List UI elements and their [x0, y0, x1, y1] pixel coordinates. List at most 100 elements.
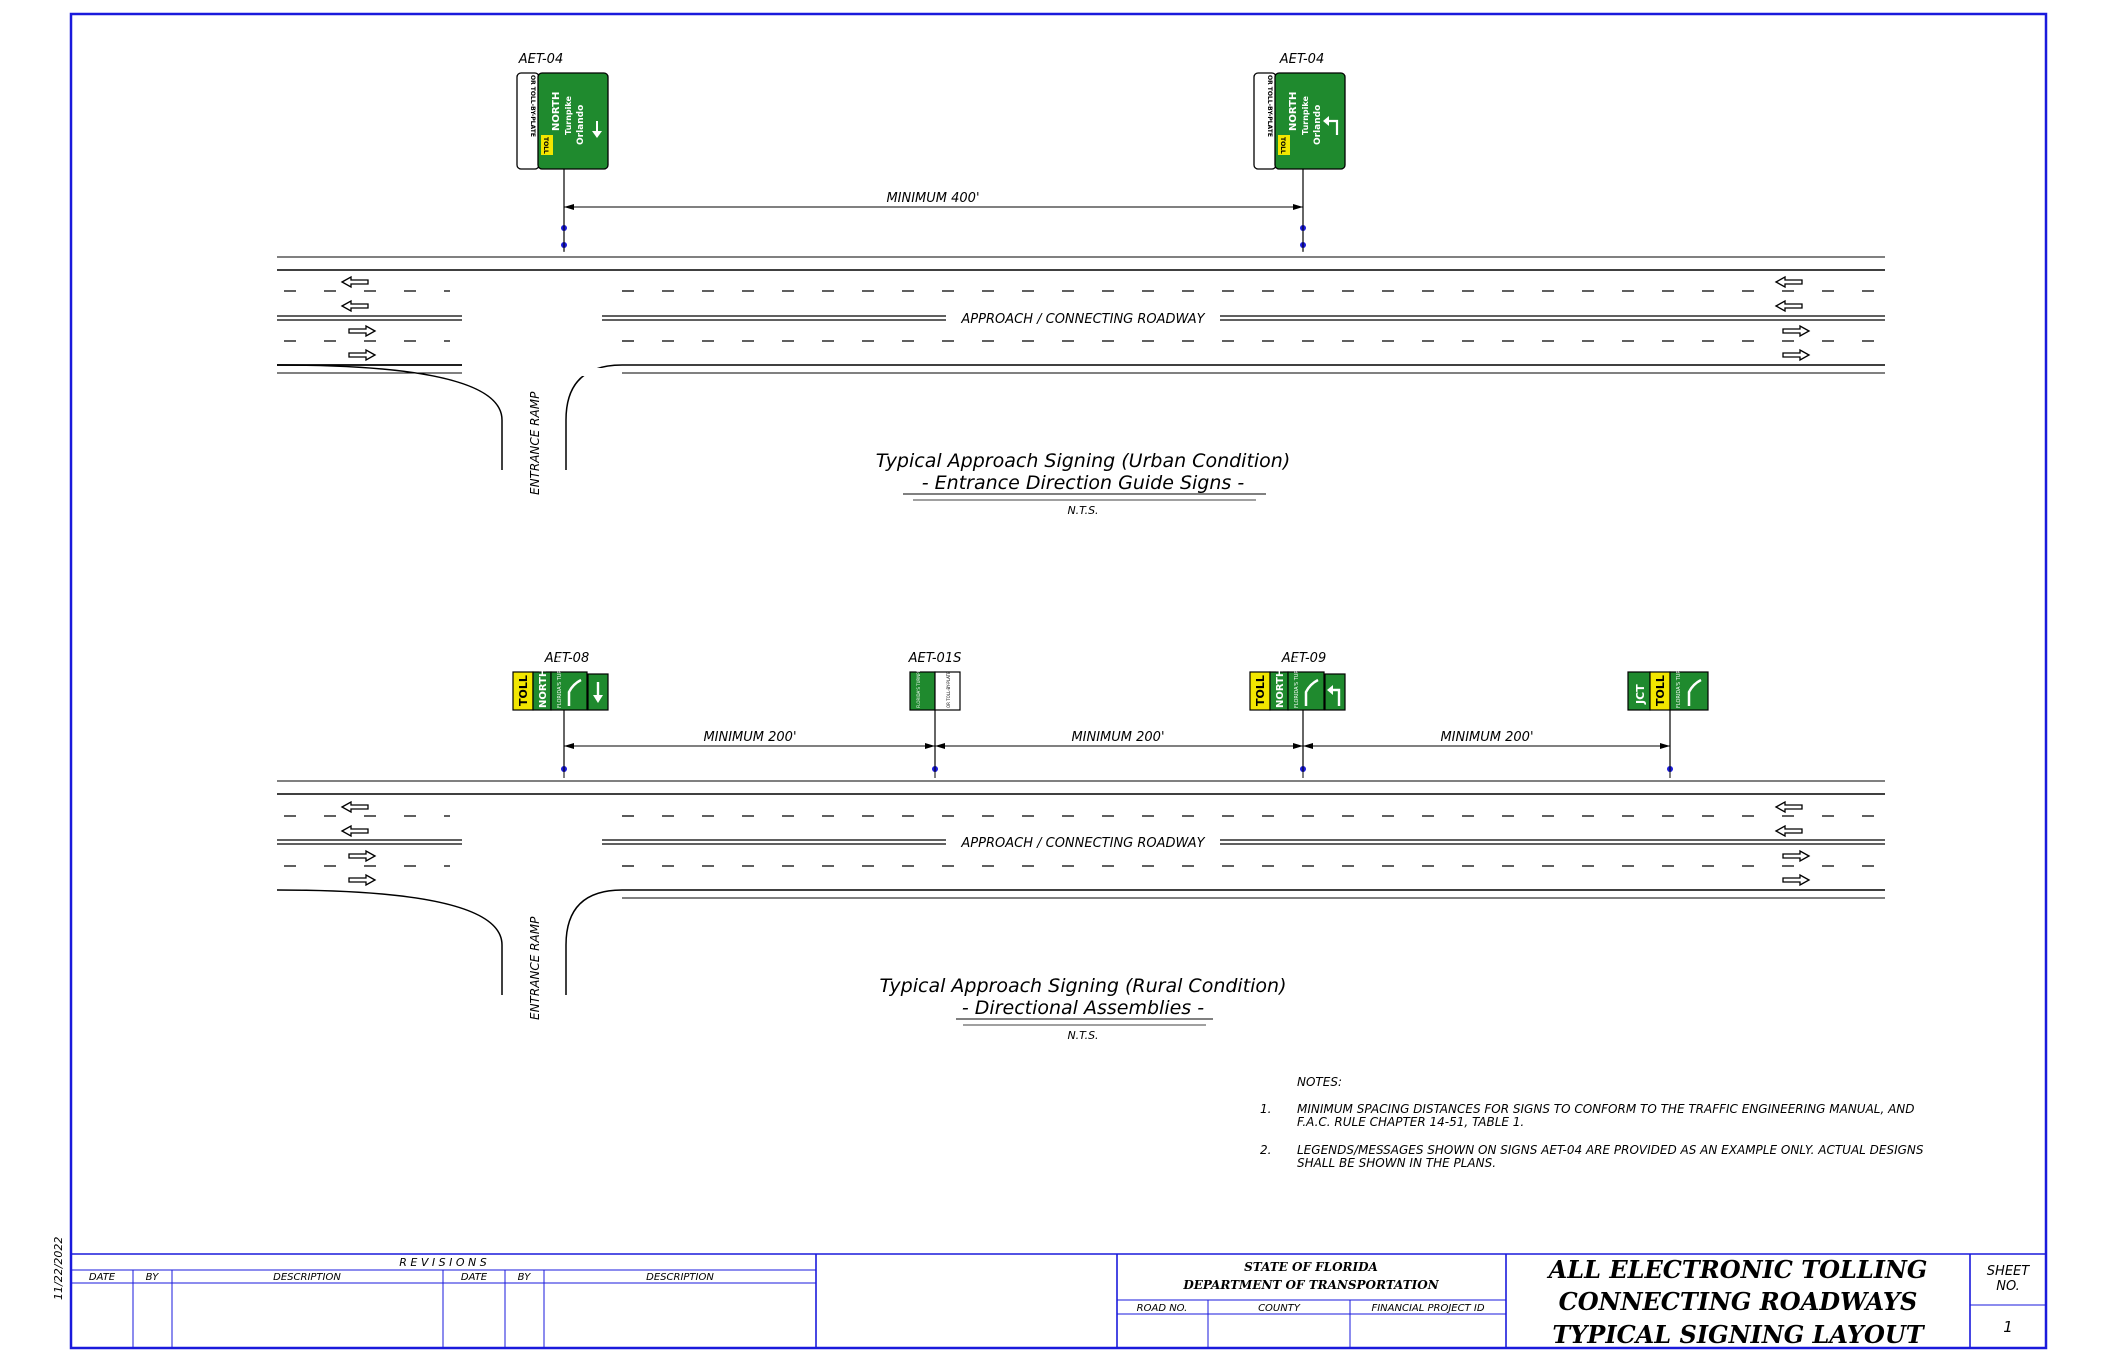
- sign-aet-04-second: AET-04 OR TOLL-BY-PLATE TOLL NORTH Turnp…: [1253, 52, 1346, 251]
- plate-panel: [934, 671, 961, 711]
- sign-plate-text: OR TOLL-BY-PLATE: [1266, 75, 1273, 137]
- sign-city: Orlando: [1313, 105, 1323, 145]
- revisions-label: R E V I S I O N S: [399, 1256, 486, 1269]
- lane-arrow-right-icon: [348, 349, 376, 361]
- north-text: NORTH: [538, 669, 549, 708]
- sheet-label: NO.: [1996, 1279, 2020, 1294]
- toll-text: TOLL: [1254, 675, 1267, 706]
- sign-id-label: AET-08: [544, 651, 589, 666]
- col-by: BY: [146, 1272, 160, 1283]
- sign-direction: NORTH: [551, 92, 562, 131]
- sign-direction: NORTH: [1288, 92, 1299, 131]
- dimension-label: MINIMUM 400': [886, 191, 979, 206]
- lane-arrow-right-icon: [348, 325, 376, 337]
- scale-note: N.T.S.: [1067, 1029, 1098, 1042]
- lane-arrow-right-icon: [348, 850, 376, 862]
- dimension-label: MINIMUM 200': [703, 730, 796, 745]
- department-name: DEPARTMENT OF TRANSPORTATION: [1182, 1278, 1439, 1292]
- lane-arrow-right-icon: [1782, 349, 1810, 361]
- down-arrow-icon: [592, 121, 602, 138]
- urban-section: AET-04 OR TOLL-BY-PLATE TOLL NORTH Turnp…: [276, 52, 1885, 517]
- lane-arrow-right-icon: [1782, 850, 1810, 862]
- dimension-minimum-200-3: MINIMUM 200': [1303, 730, 1670, 749]
- left-turn-arrow-icon: [1327, 685, 1341, 706]
- sheet-number: 1: [2003, 1318, 2013, 1336]
- sign-panel-green: [537, 72, 609, 170]
- lane-arrow-left-icon: [1775, 825, 1803, 837]
- sheet-label: SHEET: [1987, 1264, 2030, 1279]
- section-subtitle: - Entrance Direction Guide Signs -: [922, 472, 1245, 494]
- north-text: NORTH: [1275, 669, 1286, 708]
- sign-panel-green: [1274, 72, 1346, 170]
- toll-badge: [1278, 135, 1290, 155]
- sign-id-label: AET-01S: [908, 651, 962, 666]
- toll-badge: [541, 135, 553, 155]
- sign-city: Orlando: [576, 105, 586, 145]
- lane-arrow-left-icon: [341, 300, 369, 312]
- toll-badge-text: TOLL: [542, 137, 549, 154]
- col-description: DESCRIPTION: [273, 1272, 341, 1283]
- sign-jct: JCT TOLL FLORIDA'S TURNPIKE: [1627, 655, 1709, 772]
- dimension-label: MINIMUM 200': [1440, 730, 1533, 745]
- lane-arrow-left-icon: [341, 801, 369, 813]
- turnpike-text: FLORIDA'S TURNPIKE: [557, 655, 563, 708]
- note-text: SHALL BE SHOWN IN THE PLANS.: [1297, 1156, 1496, 1170]
- dimension-minimum-200-1: MINIMUM 200': [564, 730, 935, 749]
- section-title: Typical Approach Signing (Rural Conditio…: [879, 975, 1286, 997]
- plate-text: OR TOLL-BY-PLATE: [946, 671, 951, 708]
- sign-road: Turnpike: [564, 96, 573, 135]
- note-text: LEGENDS/MESSAGES SHOWN ON SIGNS AET-04 A…: [1297, 1143, 1924, 1157]
- section-subtitle: - Directional Assemblies -: [962, 997, 1204, 1019]
- rural-roadway: [276, 780, 1885, 995]
- sign-aet-08: AET-08 TOLL NORTH FLORIDA'S TURNPIKE: [512, 651, 609, 772]
- title-block: [71, 1253, 2046, 1348]
- lane-arrow-left-icon: [341, 825, 369, 837]
- section-title: Typical Approach Signing (Urban Conditio…: [876, 450, 1291, 472]
- county-label: COUNTY: [1258, 1303, 1301, 1314]
- lane-arrow-right-icon: [1782, 325, 1810, 337]
- sign-id-label: AET-09: [1281, 651, 1326, 666]
- ramp-label: ENTRANCE RAMP: [528, 916, 542, 1020]
- dimension-minimum-400: MINIMUM 400': [564, 191, 1303, 210]
- col-by: BY: [518, 1272, 532, 1283]
- lane-arrow-right-icon: [348, 874, 376, 886]
- sign-plate-text: OR TOLL-BY-PLATE: [529, 75, 536, 137]
- turnpike-panel: [909, 671, 936, 711]
- toll-text: TOLL: [1654, 675, 1667, 706]
- dimension-label: MINIMUM 200': [1071, 730, 1164, 745]
- col-date: DATE: [89, 1272, 116, 1283]
- note-number: 2.: [1260, 1143, 1271, 1157]
- roadway-label: APPROACH / CONNECTING ROADWAY: [960, 312, 1205, 327]
- left-turn-arrow-icon: [1323, 116, 1339, 135]
- sign-id-label: AET-04: [518, 52, 563, 67]
- lane-arrow-left-icon: [1775, 300, 1803, 312]
- lane-arrow-left-icon: [1775, 801, 1803, 813]
- jct-text: JCT: [1634, 684, 1647, 705]
- financial-project-id-label: FINANCIAL PROJECT ID: [1371, 1303, 1484, 1314]
- sheet-title-line1: ALL ELECTRONIC TOLLING: [1547, 1255, 1928, 1284]
- scale-note: N.T.S.: [1067, 504, 1098, 517]
- state-name: STATE OF FLORIDA: [1244, 1260, 1378, 1274]
- roadway-label: APPROACH / CONNECTING ROADWAY: [960, 836, 1205, 851]
- notes: NOTES: 1. MINIMUM SPACING DISTANCES FOR …: [1260, 1075, 1924, 1170]
- rural-section: AET-08 TOLL NORTH FLORIDA'S TURNPIKE AET…: [276, 651, 1885, 1042]
- note-number: 1.: [1260, 1102, 1271, 1116]
- down-arrow-icon: [593, 682, 603, 703]
- sheet-title-line3: TYPICAL SIGNING LAYOUT: [1552, 1320, 1925, 1349]
- arrow-panel: [1324, 673, 1346, 711]
- road-no-label: ROAD NO.: [1137, 1303, 1188, 1314]
- sign-id-label: AET-04: [1279, 52, 1324, 67]
- ramp-label: ENTRANCE RAMP: [528, 391, 542, 495]
- lane-arrow-left-icon: [341, 276, 369, 288]
- col-description: DESCRIPTION: [646, 1272, 714, 1283]
- sign-road: Turnpike: [1301, 96, 1310, 135]
- turnpike-text: FLORIDA'S TURNPIKE: [1294, 655, 1300, 708]
- turnpike-text: FLORIDA'S TURNPIKE: [916, 665, 921, 708]
- sheet-title-line2: CONNECTING ROADWAYS: [1559, 1287, 1918, 1316]
- toll-text: TOLL: [517, 675, 530, 706]
- lane-arrow-right-icon: [1782, 874, 1810, 886]
- turnpike-text: FLORIDA'S TURNPIKE: [1676, 655, 1682, 708]
- note-text: F.A.C. RULE CHAPTER 14-51, TABLE 1.: [1297, 1115, 1524, 1129]
- lane-arrow-left-icon: [1775, 276, 1803, 288]
